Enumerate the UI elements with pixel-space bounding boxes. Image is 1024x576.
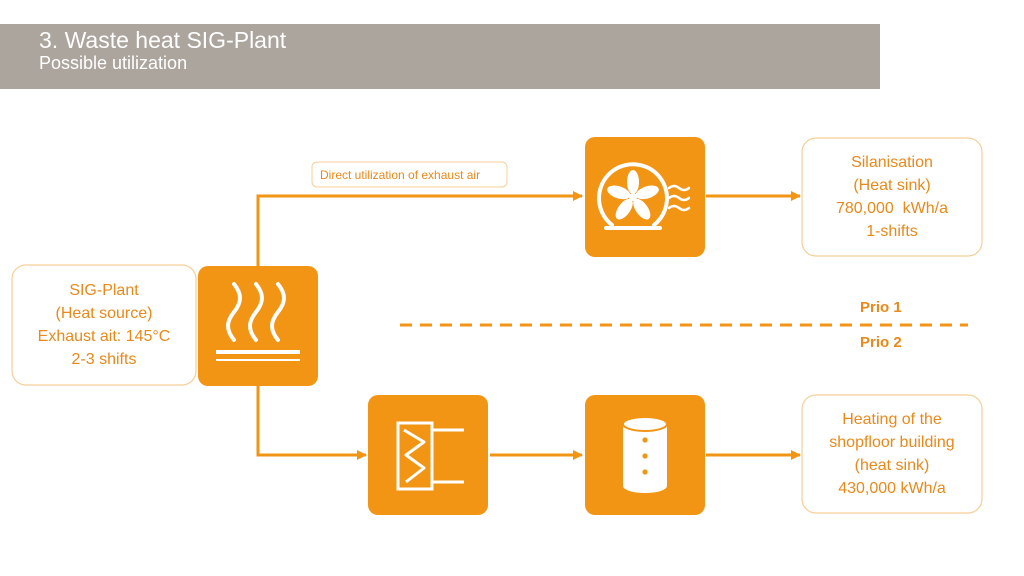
connector-source-to-fan	[256, 191, 583, 266]
prio-1-label: Prio 1	[860, 299, 902, 316]
edge-label: Direct utilization of exhaust air	[320, 168, 481, 182]
heating-line-2: shopfloor building	[829, 434, 955, 451]
silanisation-line-1: Silanisation	[851, 154, 933, 171]
heat-source-line-2: (Heat source)	[55, 305, 153, 322]
slide-header: 3. Waste heat SIG-Plant Possible utiliza…	[0, 24, 880, 89]
heat-source-line-3: Exhaust ait: 145°C	[37, 328, 171, 345]
heating-line-4: 430,000 kWh/a	[838, 480, 946, 497]
silanisation-sink-box	[801, 137, 983, 257]
heat-source-box	[11, 264, 197, 386]
fan-icon	[585, 137, 705, 257]
connectors	[256, 191, 801, 460]
heat-exchanger-icon	[368, 395, 488, 515]
heat-source-text: SIG-Plant (Heat source) Exhaust ait: 145…	[12, 265, 196, 385]
page-subtitle: Possible utilization	[39, 53, 188, 73]
heating-line-3: (heat sink)	[854, 457, 930, 474]
page-title: 3. Waste heat SIG-Plant	[39, 27, 287, 53]
silanisation-line-2: (Heat sink)	[853, 177, 931, 194]
heating-sink-text: Heating of the shopfloor building (heat …	[802, 395, 982, 513]
heat-waves-icon	[198, 266, 318, 386]
connector-source-to-exchanger	[256, 386, 367, 460]
storage-tank-icon	[585, 395, 705, 515]
heating-sink-box	[801, 394, 983, 514]
silanisation-line-4: 1-shifts	[866, 223, 918, 240]
prio-2-label: Prio 2	[860, 334, 902, 351]
edge-label-box	[311, 161, 508, 188]
heat-source-line-1: SIG-Plant	[69, 282, 139, 299]
heat-source-line-4: 2-3 shifts	[71, 351, 137, 368]
heating-line-1: Heating of the	[842, 411, 942, 428]
silanisation-sink-text: Silanisation (Heat sink) 780,000 kWh/a 1…	[802, 138, 982, 256]
silanisation-line-3: 780,000 kWh/a	[835, 200, 949, 217]
